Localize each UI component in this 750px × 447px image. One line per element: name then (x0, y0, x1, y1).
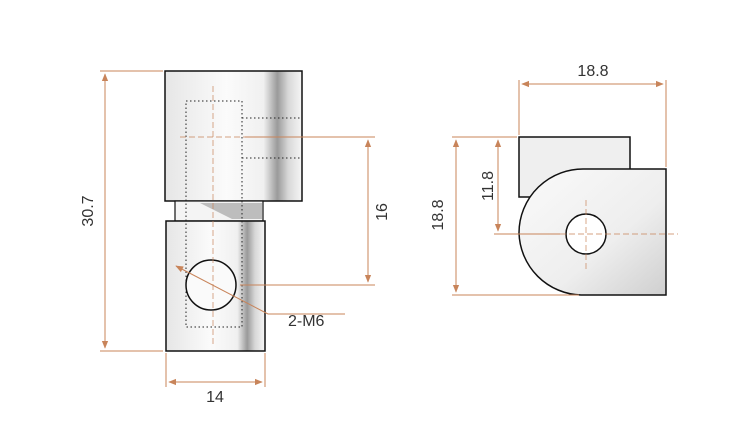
end-width-dimension (518, 80, 667, 167)
end-inner-dimension (494, 136, 560, 235)
side-view: 30.7 14 16 2-M6 (80, 70, 391, 406)
side-hole (185, 259, 237, 311)
end-center-lines (560, 200, 678, 270)
height-dimension (100, 70, 163, 352)
offset-dimension (240, 136, 375, 286)
offset-label: 16 (374, 203, 391, 221)
upper-block (164, 70, 303, 202)
thread-label: 2-M6 (288, 313, 325, 330)
end-height-label: 18.8 (430, 199, 447, 230)
end-view: 18.8 18.8 11.8 (430, 63, 678, 296)
thread-leader (175, 265, 345, 315)
width-dimension (165, 353, 266, 387)
end-width-label: 18.8 (577, 63, 608, 80)
end-inner-label: 11.8 (480, 171, 497, 201)
neck-shadow (200, 203, 262, 219)
hidden-lines (185, 100, 301, 328)
height-label: 30.7 (80, 195, 97, 226)
width-label: 14 (206, 389, 224, 406)
